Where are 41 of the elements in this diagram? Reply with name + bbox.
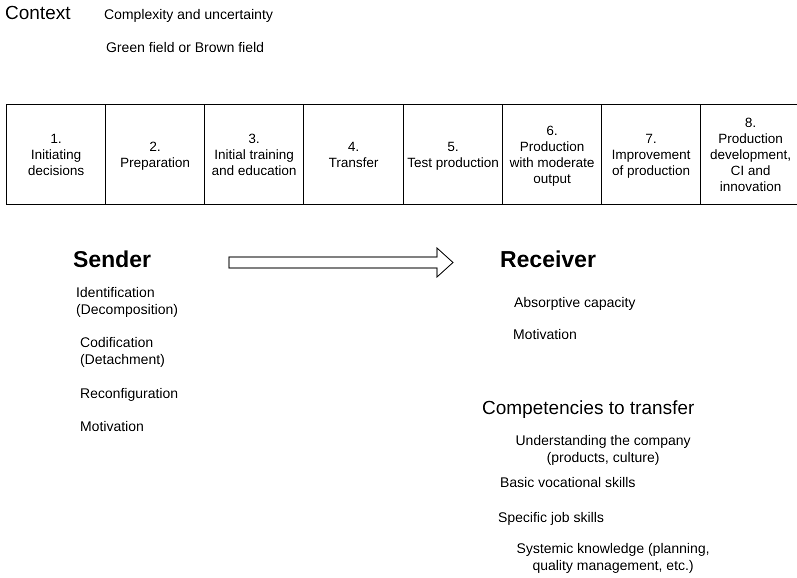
competency-item: Basic vocational skills: [500, 474, 636, 491]
sender-item: Identification (Decomposition): [76, 284, 179, 318]
role-heading: Sender: [73, 246, 151, 272]
sender-item: Reconfiguration: [80, 385, 178, 402]
block-arrow: [228, 246, 454, 278]
context-item: Complexity and uncertainty: [104, 6, 273, 23]
receiver-item: Motivation: [513, 326, 577, 343]
competency-item: Specific job skills: [498, 509, 604, 526]
competency-item: Systemic knowledge (planning, quality management, etc.): [516, 540, 710, 574]
step-number: 5.: [446, 138, 460, 154]
process-step-box: [204, 104, 304, 205]
step-label: Test production: [406, 154, 500, 170]
competency-item: Understanding the company (products, culture): [514, 432, 692, 466]
process-step-box: [403, 104, 503, 205]
step-number: 8.: [744, 114, 758, 130]
section-heading: Competencies to transfer: [482, 398, 694, 420]
step-label: Production with moderate output: [508, 138, 596, 186]
process-step-box: [105, 104, 205, 205]
step-number: 3.: [247, 130, 261, 146]
step-label: Initiating decisions: [26, 146, 86, 178]
step-label: Initial training and education: [210, 146, 298, 178]
step-number: 4.: [346, 138, 360, 154]
step-label: Preparation: [119, 154, 191, 170]
context-item: Green field or Brown field: [106, 39, 264, 56]
process-step-box: [6, 104, 106, 205]
step-label: Transfer: [328, 154, 380, 170]
process-step-box: [700, 104, 797, 205]
section-heading: Context: [5, 3, 70, 25]
process-step-box: [303, 104, 404, 205]
step-label: Improvement of production: [610, 146, 692, 178]
role-heading: Receiver: [500, 246, 596, 272]
process-step-box: [601, 104, 701, 205]
step-label: Production development, CI and innovation: [708, 130, 792, 194]
step-number: 7.: [644, 130, 658, 146]
receiver-item: Absorptive capacity: [514, 294, 636, 311]
process-step-box: [502, 104, 602, 205]
step-number: 2.: [148, 138, 162, 154]
sender-item: Motivation: [80, 418, 144, 435]
sender-item: Codification (Detachment): [80, 334, 166, 368]
step-number: 1.: [49, 130, 63, 146]
step-number: 6.: [545, 122, 559, 138]
